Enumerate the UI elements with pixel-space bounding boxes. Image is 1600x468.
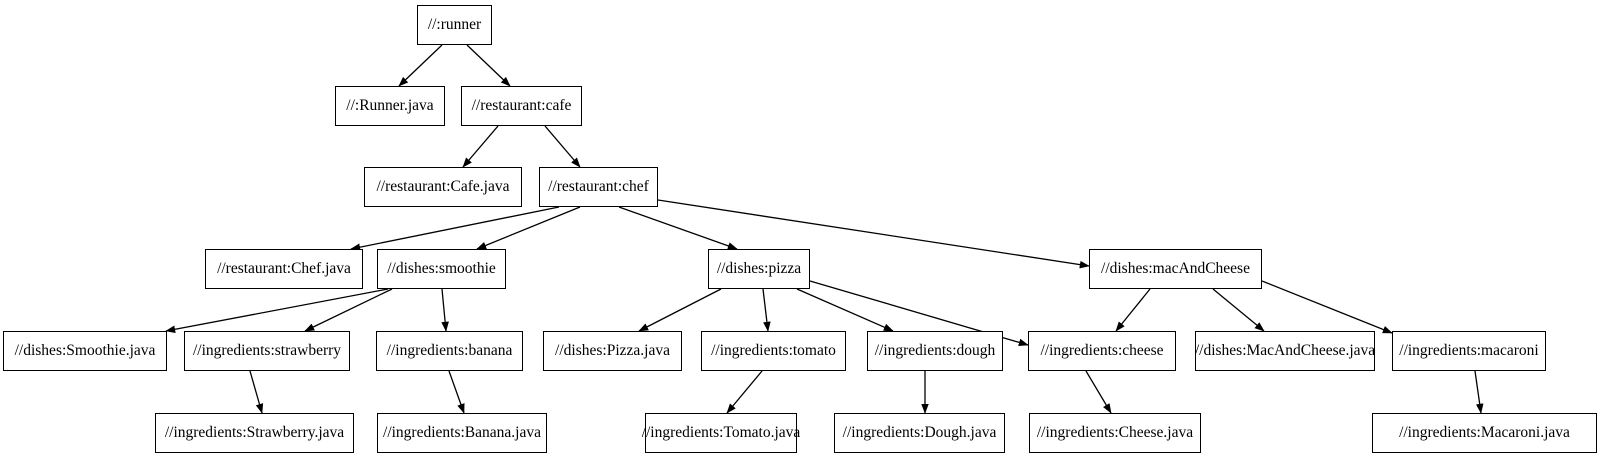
graph-node-label: //restaurant:Cafe.java [376, 178, 510, 196]
graph-node-label: //ingredients:Dough.java [842, 424, 997, 442]
graph-node-dishes_pizza[interactable]: //dishes:pizza [708, 249, 810, 289]
graph-node-restaurant_cafe[interactable]: //restaurant:cafe [461, 86, 582, 126]
graph-node-dishes_smoothie[interactable]: //dishes:smoothie [377, 249, 506, 289]
graph-node-ing_dough[interactable]: //ingredients:dough [867, 331, 1003, 371]
graph-node-macaroni_java[interactable]: //ingredients:Macaroni.java [1372, 413, 1597, 453]
graph-node-label: //restaurant:cafe [471, 97, 572, 115]
graph-node-label: //restaurant:chef [548, 178, 649, 196]
graph-node-dough_java[interactable]: //ingredients:Dough.java [834, 413, 1005, 453]
graph-node-label: //ingredients:Banana.java [383, 424, 541, 442]
graph-node-label: //:Runner.java [346, 97, 434, 115]
graph-node-label: //ingredients:tomato [711, 342, 836, 360]
graph-node-label: //ingredients:dough [874, 342, 996, 360]
graph-node-label: //dishes:pizza [716, 260, 802, 278]
graph-node-label: //dishes:macAndCheese [1101, 260, 1250, 278]
graph-node-cafe_java[interactable]: //restaurant:Cafe.java [364, 167, 522, 207]
graph-node-mac_java[interactable]: //dishes:MacAndCheese.java [1195, 331, 1375, 371]
graph-node-label: //ingredients:banana [386, 342, 513, 360]
graph-node-pizza_java[interactable]: //dishes:Pizza.java [543, 331, 682, 371]
graph-node-ing_cheese[interactable]: //ingredients:cheese [1028, 331, 1176, 371]
graph-node-tomato_java[interactable]: //ingredients:Tomato.java [642, 413, 800, 453]
graph-node-label: //:runner [427, 16, 482, 34]
graph-node-label: //ingredients:Strawberry.java [164, 424, 345, 442]
graph-node-ing_banana[interactable]: //ingredients:banana [376, 331, 523, 371]
graph-node-label: //ingredients:Macaroni.java [1399, 424, 1570, 442]
graph-node-cheese_java[interactable]: //ingredients:Cheese.java [1029, 413, 1201, 453]
graph-node-runner_java[interactable]: //:Runner.java [335, 86, 445, 126]
graph-node-ing_tomato[interactable]: //ingredients:tomato [701, 331, 846, 371]
graph-node-runner[interactable]: //:runner [417, 5, 492, 45]
graph-node-label: //ingredients:cheese [1040, 342, 1164, 360]
graph-node-banana_java[interactable]: //ingredients:Banana.java [377, 413, 547, 453]
graph-node-ing_strawberry[interactable]: //ingredients:strawberry [184, 331, 350, 371]
graph-node-strawberry_java[interactable]: //ingredients:Strawberry.java [155, 413, 354, 453]
graph-node-dishes_mac[interactable]: //dishes:macAndCheese [1089, 249, 1262, 289]
graph-node-label: //dishes:Smoothie.java [14, 342, 156, 360]
graph-node-ing_macaroni[interactable]: //ingredients:macaroni [1392, 331, 1546, 371]
graph-node-label: //restaurant:Chef.java [217, 260, 351, 278]
graph-node-label: //dishes:smoothie [387, 260, 496, 278]
graph-node-label: //dishes:MacAndCheese.java [1194, 342, 1376, 360]
graph-node-label: //ingredients:strawberry [192, 342, 342, 360]
graph-node-label: //ingredients:Tomato.java [641, 424, 801, 442]
graph-node-chef_java[interactable]: //restaurant:Chef.java [205, 249, 363, 289]
graph-node-restaurant_chef[interactable]: //restaurant:chef [539, 167, 658, 207]
graph-node-label: //ingredients:macaroni [1399, 342, 1539, 360]
graph-node-label: //dishes:Pizza.java [555, 342, 670, 360]
graph-node-smoothie_java[interactable]: //dishes:Smoothie.java [3, 331, 167, 371]
graph-node-label: //ingredients:Cheese.java [1036, 424, 1194, 442]
